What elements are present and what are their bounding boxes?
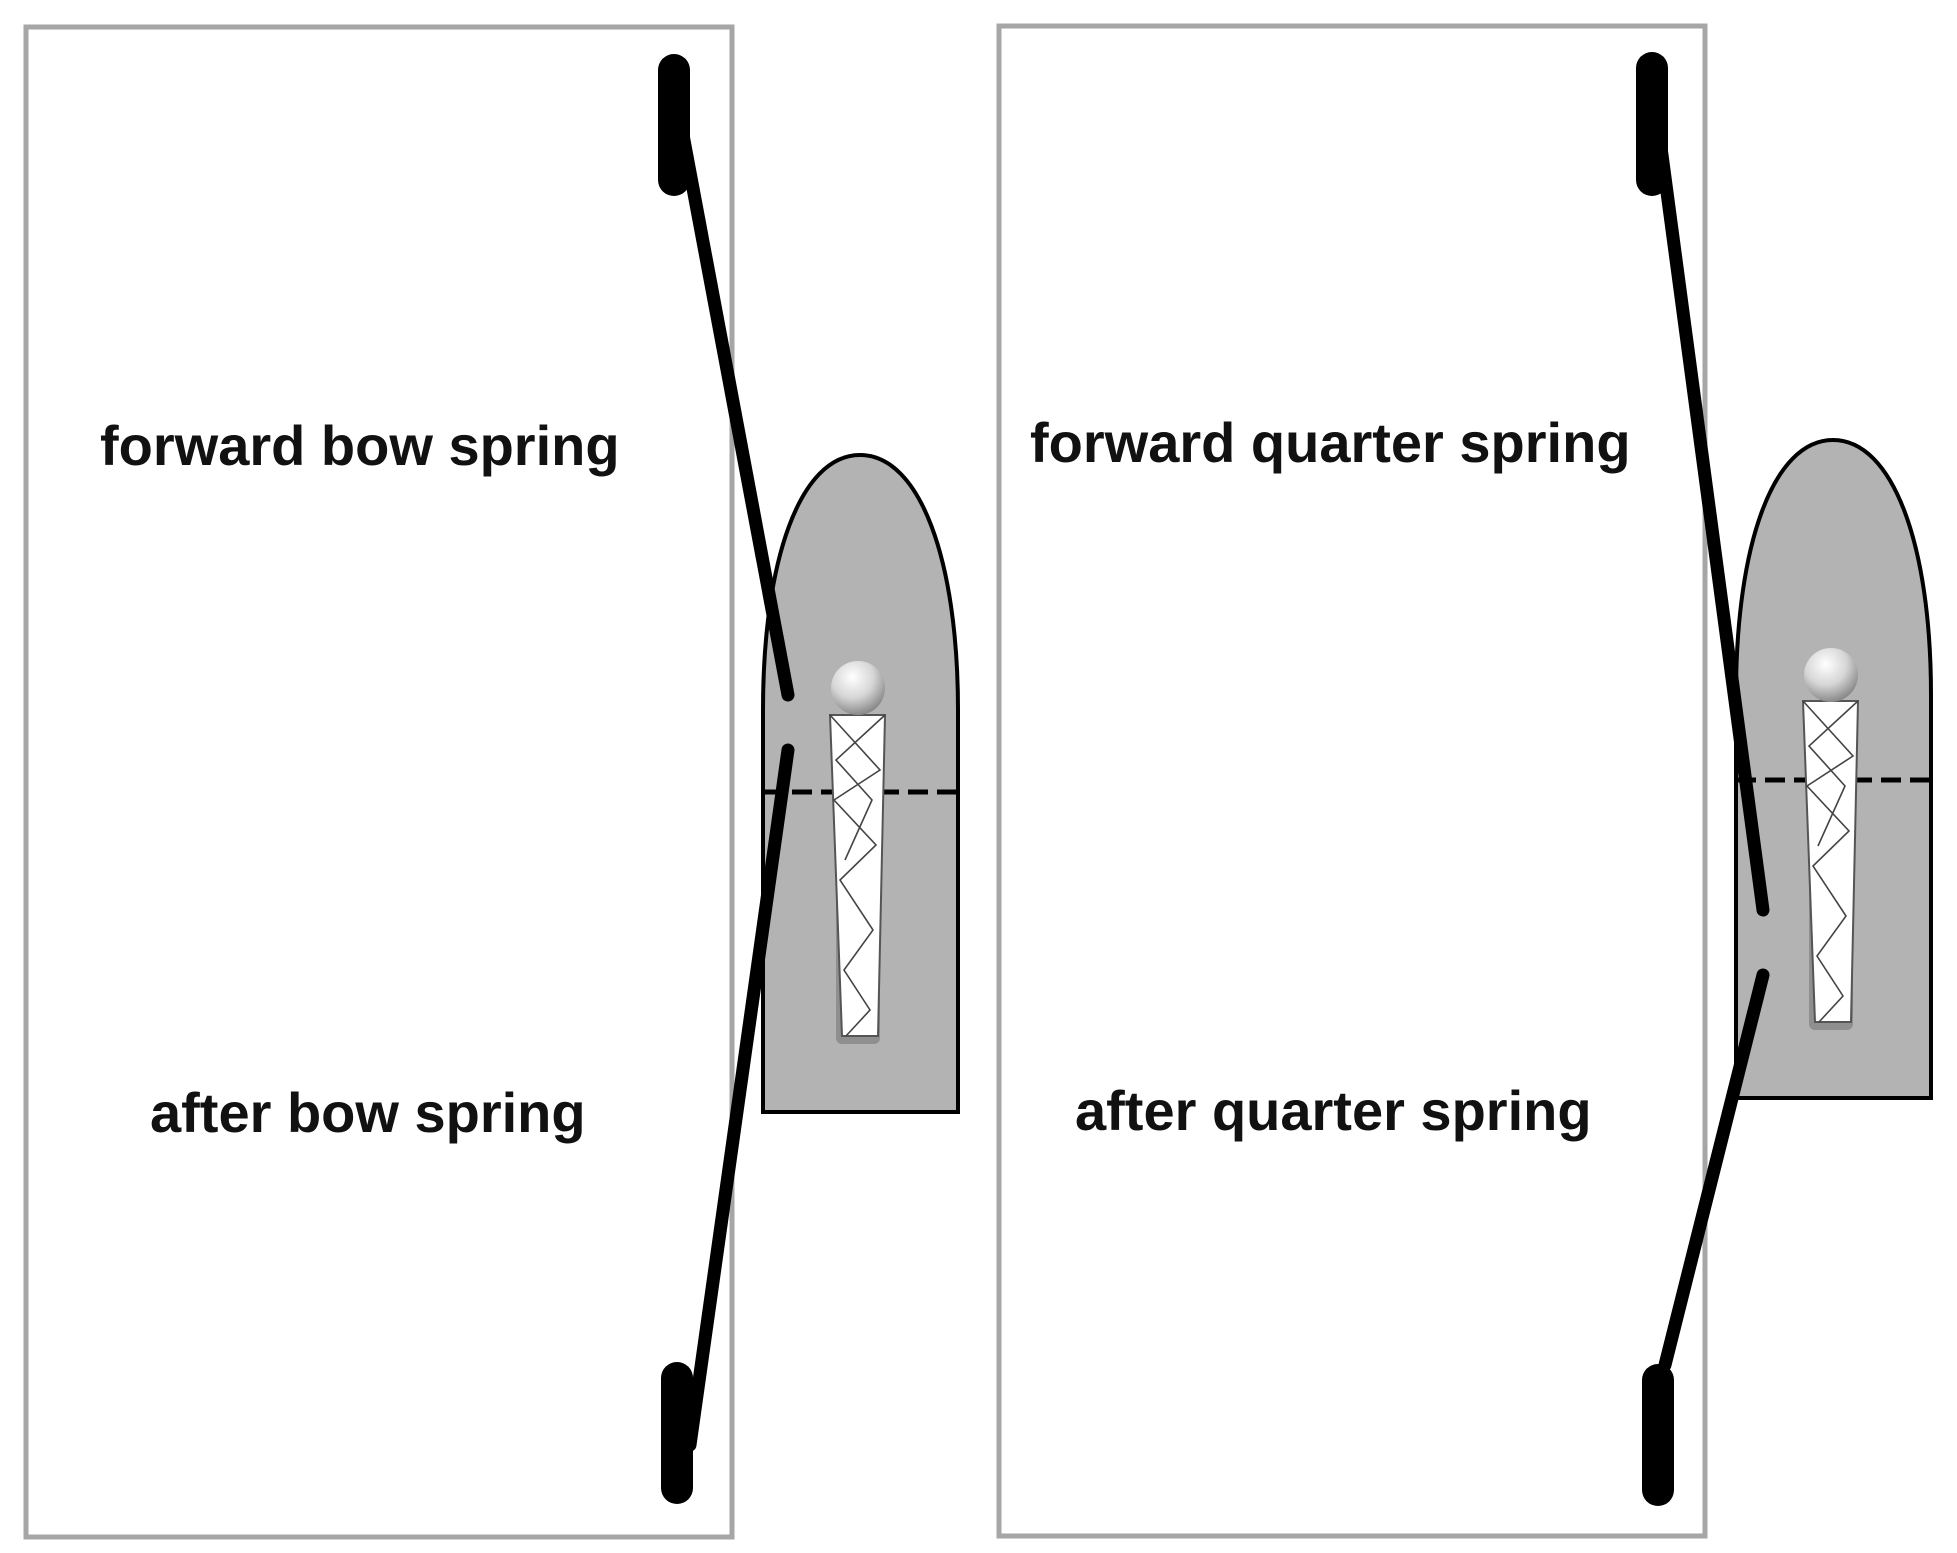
mesh-left-2: [834, 714, 886, 861]
after-quarter-spring-line: [1658, 968, 1770, 1372]
person-body-right: [1801, 700, 1860, 1023]
person-body-left: [828, 714, 887, 1037]
forward-bow-spring-line: [676, 128, 795, 702]
label-forward-bow-spring: forward bow spring: [100, 414, 620, 477]
label-after-bow-spring: after bow spring: [150, 1081, 586, 1144]
label-forward-quarter-spring: forward quarter spring: [1030, 411, 1631, 474]
mesh-left: [829, 714, 882, 1037]
person-left: [828, 661, 887, 1044]
mesh-right: [1802, 700, 1855, 1023]
after-bow-spring-line: [683, 743, 795, 1452]
forward-quarter-spring-line: [1653, 133, 1770, 917]
person-right: [1801, 648, 1860, 1030]
person-head-left: [831, 661, 885, 715]
dock-left: [23, 24, 735, 1540]
bow-spring-panel: forward bow spring after bow spring: [23, 24, 960, 1540]
label-after-quarter-spring: after quarter spring: [1075, 1079, 1592, 1142]
quarter-spring-panel: forward quarter spring after quarter spr…: [996, 23, 1933, 1539]
person-head-right: [1804, 648, 1858, 702]
mesh-right-2: [1807, 700, 1859, 847]
dock-right: [996, 23, 1708, 1539]
